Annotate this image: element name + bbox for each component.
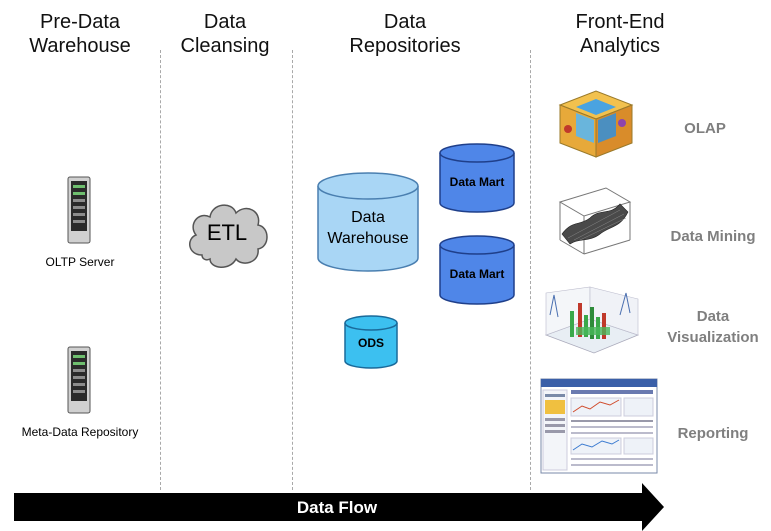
data-mining-label: Data Mining [670,228,756,245]
column-divider-3 [530,50,531,490]
data-mart-cylinder-2 [439,235,515,305]
olap-cube-icon [558,90,634,158]
meta-data-repository-label: Meta-Data Repository [21,425,139,439]
etl-label: ETL [206,220,248,245]
data-mart-label-1: Data Mart [449,175,505,189]
etl-cloud-icon [189,204,268,268]
data-mart-label-2: Data Mart [449,267,505,281]
data-visualization-label: Data Visualization [667,308,759,346]
data-warehouse-label: Data Warehouse [327,209,409,247]
meta-data-server-icon [67,346,91,414]
surface-plot-icon [558,187,632,255]
column-divider-2 [292,50,293,490]
ods-label: ODS [357,336,384,350]
data-flow-label: Data Flow [296,498,378,517]
3d-bar-chart-icon [544,286,640,354]
data-flow-arrow [14,483,664,531]
oltp-server-icon [67,176,91,244]
olap-label: OLAP [684,120,726,137]
report-screenshot-icon [540,378,658,474]
column-header-pre-data-warehouse: Pre-Data Warehouse [29,11,131,57]
column-header-data-repositories: Data Repositories [349,11,461,57]
data-mart-cylinder-1 [439,143,515,213]
column-header-front-end-analytics: Front-End Analytics [575,11,665,57]
oltp-server-label: OLTP Server [45,255,115,269]
reporting-label: Reporting [677,425,749,442]
data-warehouse-cylinder [317,172,419,272]
ods-cylinder [344,315,398,369]
column-divider-1 [160,50,161,490]
column-header-data-cleansing: Data Cleansing [180,11,270,57]
